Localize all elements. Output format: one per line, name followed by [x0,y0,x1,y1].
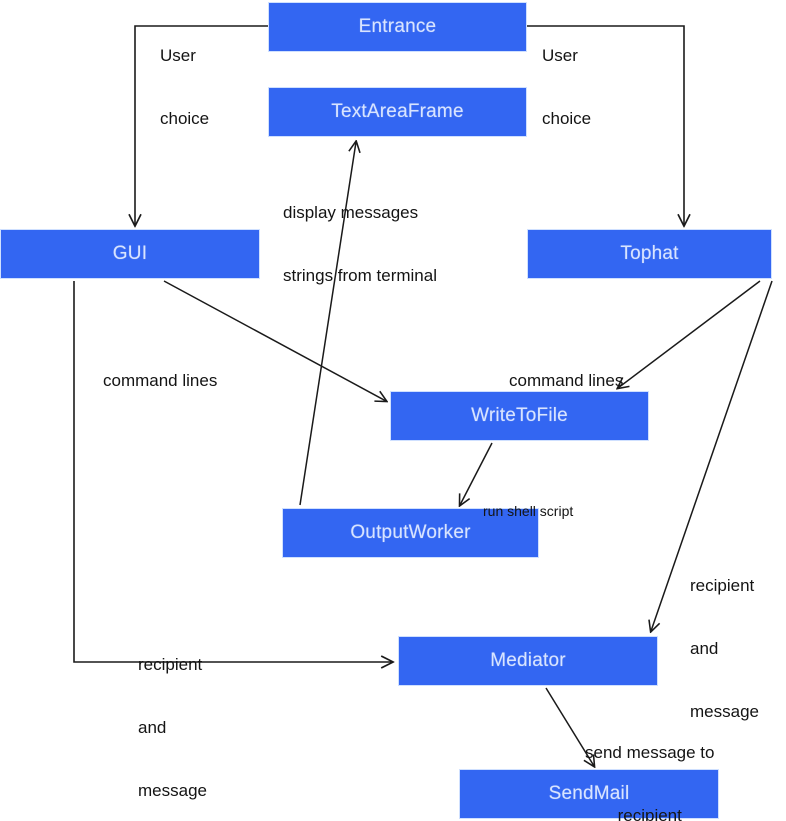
edge-label-line-2: choice [542,109,592,128]
node-sendmail[interactable]: SendMail [459,769,719,819]
node-mediator[interactable]: Mediator [398,636,658,686]
node-mediator-label: Mediator [490,650,566,671]
edge-label-command-lines-right: command lines [509,328,623,433]
node-outputworker-label: OutputWorker [350,522,471,543]
edge-label-line-3: message [690,702,759,721]
edge-label-line-2: and [690,639,719,658]
node-gui-label: GUI [112,243,148,264]
edge-label-line-1: recipient [690,576,755,595]
edge-label-user-choice-right: User choice [542,3,591,171]
edge-label-line-1: run shell script [483,503,574,519]
edge-label-recipient-right: recipient and message [690,533,759,764]
edge-label-line-2: strings from terminal [283,266,437,285]
node-entrance-label: Entrance [358,16,437,37]
edge-label-line-1: User [542,46,578,65]
edge-label-line-2: choice [160,109,210,128]
edge-label-run-shell-script: run shell script [483,469,573,554]
node-textareaframe-label: TextAreaFrame [331,101,464,122]
edge-label-line-1: command lines [509,371,624,390]
edge-label-line-2: recipient [617,806,682,821]
edge-label-line-1: display messages [283,203,419,222]
node-gui[interactable]: GUI [0,229,260,279]
edge-tophat-to-writetofile [618,280,761,388]
node-entrance[interactable]: Entrance [268,2,527,52]
node-textareaframe[interactable]: TextAreaFrame [268,87,527,137]
edge-label-line-1: send message to [585,743,715,762]
node-tophat[interactable]: Tophat [527,229,772,279]
node-writetofile-label: WriteToFile [471,405,568,426]
node-writetofile[interactable]: WriteToFile [390,391,649,441]
edge-label-line-1: recipient [138,655,203,674]
node-tophat-label: Tophat [620,243,679,264]
edge-label-display-messages: display messages strings from terminal [283,160,437,328]
edge-label-command-lines-left: command lines [103,328,217,433]
edge-label-recipient-left: recipient and message [138,612,207,821]
node-outputworker[interactable]: OutputWorker [282,508,539,558]
edge-label-user-choice-left: User choice [160,3,209,171]
edge-label-line-1: User [160,46,196,65]
edge-label-line-1: command lines [103,371,218,390]
edge-label-line-3: message [138,781,207,800]
edge-label-send-message-to: send message to recipient [585,700,714,821]
node-sendmail-label: SendMail [548,783,630,804]
edge-label-line-2: and [138,718,167,737]
